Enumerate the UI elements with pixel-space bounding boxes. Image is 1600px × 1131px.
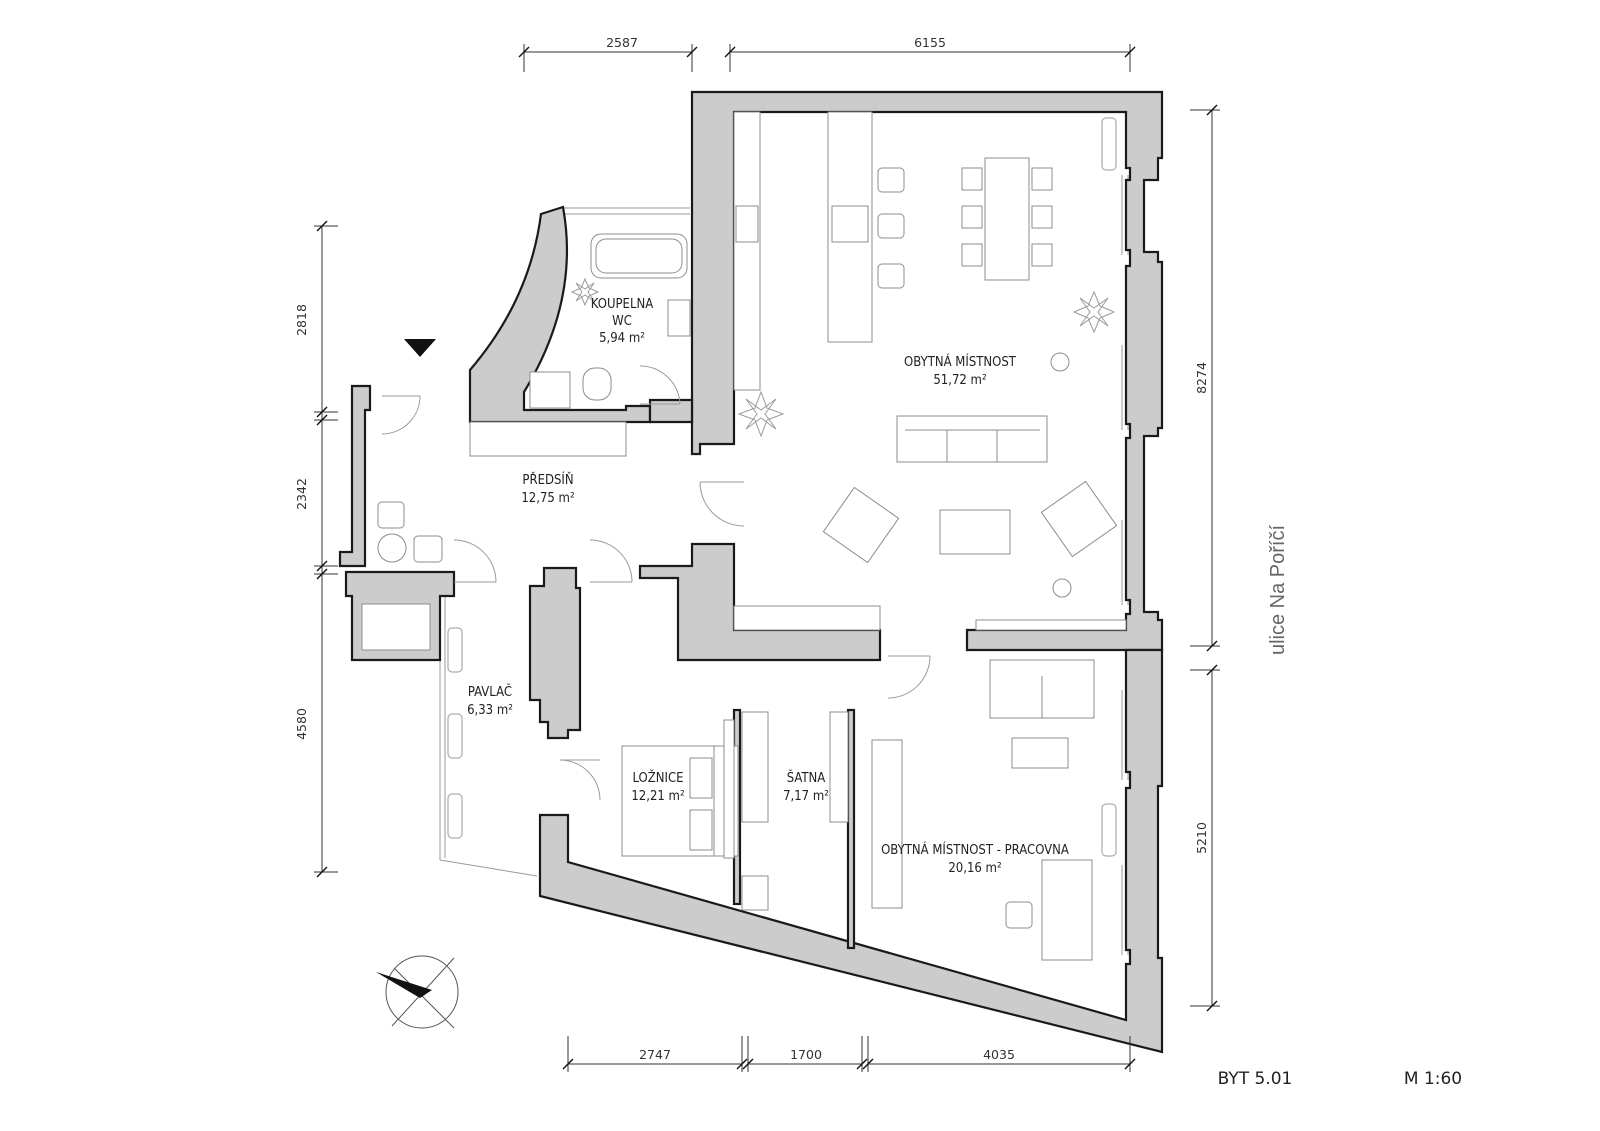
- wall-bottom-diagonal: [538, 648, 1164, 1054]
- radiator-icon: [447, 117, 1117, 857]
- room-name: KOUPELNA: [591, 297, 653, 312]
- room-name: WC: [612, 314, 632, 329]
- room-area: 7,17 m²: [783, 789, 829, 804]
- entrance-arrow-icon: [404, 339, 436, 357]
- coffee-table: [939, 509, 1011, 555]
- living-shelf: [975, 619, 1127, 631]
- satna-rack-left: [741, 711, 769, 823]
- room-obytna: OBYTNÁ MÍSTNOST 51,72 m²: [904, 354, 1017, 388]
- armchair: [1040, 480, 1118, 558]
- wall-bath-living: [648, 398, 694, 424]
- wall-pavlac-bedroom: [528, 566, 582, 740]
- dimension-left-middle: 2342: [294, 478, 309, 510]
- study-shelf: [871, 739, 903, 909]
- bar-stool: [877, 263, 905, 289]
- room-area: 20,16 m²: [948, 861, 1001, 876]
- dimension-right-top: 8274: [1194, 362, 1209, 394]
- armchair: [822, 486, 900, 564]
- dimension-left-bottom: 4580: [294, 708, 309, 740]
- chimney-flue: [361, 603, 431, 651]
- bed-pillow: [689, 809, 713, 851]
- dining-chair: [1031, 243, 1053, 267]
- bar-stool: [877, 213, 905, 239]
- bed-pillow: [689, 757, 713, 799]
- satna-rack-right: [829, 711, 849, 823]
- dimension-bottom-left: 2747: [639, 1047, 671, 1062]
- living-sofa: [896, 415, 1048, 463]
- hall-armchair: [377, 501, 405, 529]
- walls: [338, 90, 1164, 1054]
- round-stool: [1050, 352, 1070, 372]
- room-predsin: PŘEDSÍŇ 12,75 m²: [521, 472, 574, 506]
- bedroom-wardrobe: [723, 719, 735, 859]
- scale-label: M 1:60: [1404, 1069, 1462, 1089]
- room-satna: ŠATNA 7,17 m²: [783, 770, 829, 804]
- dining-chair: [961, 167, 983, 191]
- wall-entrance-left: [338, 384, 372, 568]
- wall-satna-right: [846, 708, 856, 950]
- dining-chair: [961, 243, 983, 267]
- dimension-left-top: 2818: [294, 304, 309, 336]
- dining-chair: [961, 205, 983, 229]
- doors: [381, 365, 931, 801]
- hall-round-table: [377, 533, 407, 563]
- room-name: PAVLAČ: [468, 684, 512, 700]
- wall-living-outer: [690, 90, 1164, 652]
- dimension-top-right: 6155: [914, 35, 946, 50]
- living-bench: [733, 605, 881, 631]
- room-pracovna: OBYTNÁ MÍSTNOST - PRACOVNA 20,16 m²: [881, 842, 1069, 876]
- room-area: 5,94 m²: [599, 331, 645, 346]
- room-koupelna: KOUPELNA WC 5,94 m²: [591, 297, 653, 346]
- room-area: 12,21 m²: [631, 789, 684, 804]
- room-name: OBYTNÁ MÍSTNOST: [904, 354, 1017, 370]
- toilet: [582, 367, 612, 401]
- hall-wardrobe: [469, 421, 627, 457]
- round-stool: [1052, 578, 1072, 598]
- cooktop: [831, 205, 869, 243]
- kitchen-counter: [733, 111, 761, 391]
- street-name: ulice Na Poříčí: [1267, 525, 1289, 655]
- kitchen-sink: [735, 205, 759, 243]
- dining-chair: [1031, 205, 1053, 229]
- room-name: OBYTNÁ MÍSTNOST - PRACOVNA: [881, 842, 1069, 858]
- hall-armchair: [413, 535, 443, 563]
- dimension-right-bottom: 5210: [1194, 822, 1209, 854]
- north-arrow-icon: [376, 955, 459, 1029]
- wall-living-lower: [638, 542, 882, 662]
- furniture: [377, 111, 1127, 961]
- satna-bench: [741, 875, 769, 911]
- apartment-label: BYT 5.01: [1218, 1069, 1293, 1089]
- room-area: 6,33 m²: [467, 703, 513, 718]
- plant-icon: [570, 277, 1116, 438]
- dining-chair: [1031, 167, 1053, 191]
- room-area: 12,75 m²: [521, 491, 574, 506]
- wall-bathroom-curve: [468, 205, 652, 424]
- room-name: ŠATNA: [787, 770, 826, 786]
- dimension-bottom-right: 4035: [983, 1047, 1015, 1062]
- study-table: [1011, 737, 1069, 769]
- room-pavlac: PAVLAČ 6,33 m²: [467, 684, 513, 718]
- dimension-bottom-middle: 1700: [790, 1047, 822, 1062]
- room-loznice: LOŽNICE 12,21 m²: [631, 770, 684, 804]
- room-area: 51,72 m²: [933, 373, 986, 388]
- room-name: PŘEDSÍŇ: [522, 472, 573, 488]
- bathroom-sink: [667, 299, 691, 337]
- dimension-lines: [314, 44, 1220, 1072]
- bar-stool: [877, 167, 905, 193]
- desk: [1041, 859, 1093, 961]
- dining-table: [984, 157, 1030, 281]
- washing-machine: [529, 371, 571, 409]
- room-name: LOŽNICE: [632, 770, 683, 786]
- dimension-top-left: 2587: [606, 35, 638, 50]
- desk-chair: [1005, 901, 1033, 929]
